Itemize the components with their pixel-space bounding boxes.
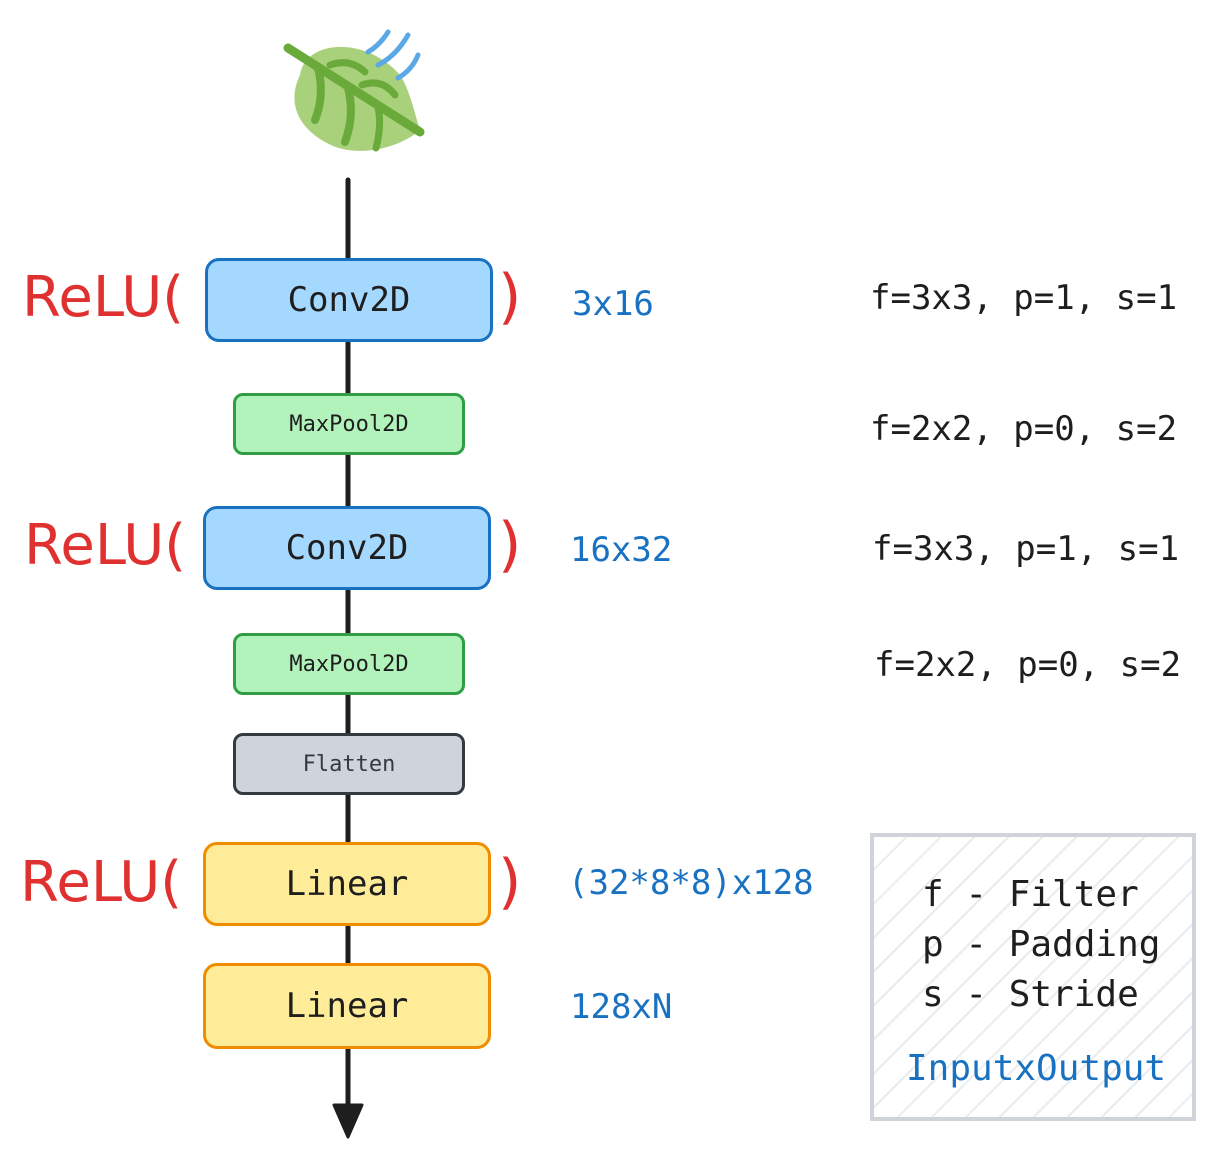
relu-open-3: ReLU( [20, 850, 183, 915]
relu-close-1: ) [498, 262, 522, 332]
legend-box: f - Filter p - Padding s - Stride Inputx… [870, 833, 1196, 1121]
linear-layer-2: Linear [203, 963, 491, 1049]
relu-open-1: ReLU( [22, 265, 185, 330]
params-3: f=3x3, p=1, s=1 [872, 529, 1180, 569]
maxpool2d-layer-2: MaxPool2D [233, 633, 465, 695]
params-1: f=3x3, p=1, s=1 [870, 278, 1178, 318]
linear-layer-1: Linear [203, 842, 491, 926]
flatten-layer: Flatten [233, 733, 465, 795]
relu-close-2: ) [498, 510, 522, 580]
conv2d-layer-2: Conv2D [203, 506, 491, 590]
dims-4: 128xN [570, 987, 673, 1027]
conv2d-layer-1: Conv2D [205, 258, 493, 342]
maxpool2d-layer-1: MaxPool2D [233, 393, 465, 455]
legend-padding: p - Padding [922, 924, 1161, 965]
legend-input-output: InputxOutput [906, 1048, 1167, 1089]
relu-open-2: ReLU( [24, 513, 187, 578]
params-2: f=2x2, p=0, s=2 [870, 409, 1178, 449]
leaf-icon [283, 29, 425, 152]
relu-close-3: ) [498, 847, 522, 917]
legend-filter: f - Filter [922, 874, 1139, 915]
dims-2: 16x32 [570, 530, 673, 570]
dims-3: (32*8*8)x128 [568, 863, 814, 903]
params-4: f=2x2, p=0, s=2 [874, 645, 1182, 685]
dims-1: 3x16 [572, 284, 654, 324]
legend-stride: s - Stride [922, 974, 1139, 1015]
